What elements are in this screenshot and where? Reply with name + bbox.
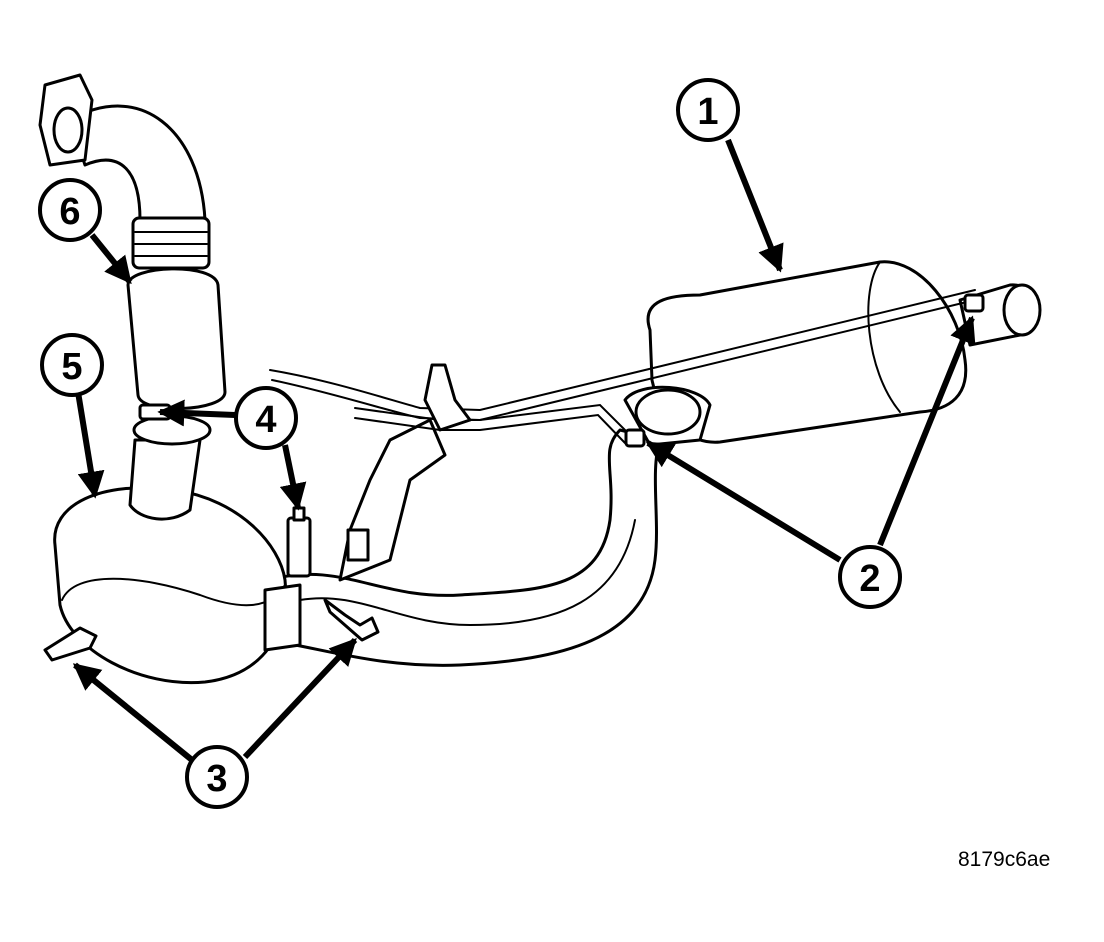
intermediate-pipe [266,428,662,667]
callout-2: 2 [838,545,902,609]
hanger-isolator-front [624,428,646,448]
callout-3-label: 3 [206,758,227,800]
hanger-rod-short-inner [354,413,626,444]
front-catalytic-converter [53,486,288,685]
callout-2-label: 2 [859,558,880,600]
hanger-rod-short [354,403,631,436]
hanger-rod-long [269,289,976,412]
arrow-3a [72,662,194,763]
converter-outlet [263,583,302,652]
downpipe-elbow [68,104,207,222]
flange-port [52,106,84,154]
hanger-bracket [423,363,472,432]
callout-6: 6 [38,178,102,242]
bracket-tab [346,528,370,562]
mount-stud-left [43,626,98,662]
callout-6-label: 6 [59,191,80,233]
arrow-1 [725,138,784,273]
tailpipe-opening [1002,283,1042,337]
arrow-6 [89,233,133,285]
arrow-5 [75,391,105,499]
callout-3: 3 [185,745,249,809]
arrow-2a [645,440,842,563]
callout-1-label: 1 [697,91,718,133]
muffler-seam [867,261,901,413]
converter-inlet-neck [128,438,202,521]
hanger-isolator-rear [963,293,985,313]
arrow-3b [242,637,358,760]
reference-code: 8179c6ae [958,848,1051,871]
oxygen-sensor-lower-tip [292,506,306,522]
muffler-inlet-flange [634,388,702,436]
arrow-4b [279,444,307,511]
pre-catalytic-converter [126,267,227,410]
mount-stud-right [323,598,380,642]
arrow-4a [157,399,236,427]
callout-4-label: 4 [255,399,276,441]
intermediate-pipe-shading [299,519,636,627]
callout-5-label: 5 [61,346,82,388]
oxygen-sensor-lower [286,516,312,578]
arrow-2b [877,315,976,547]
callout-4: 4 [234,386,298,450]
callout-1: 1 [676,78,740,142]
callout-5: 5 [40,333,104,397]
